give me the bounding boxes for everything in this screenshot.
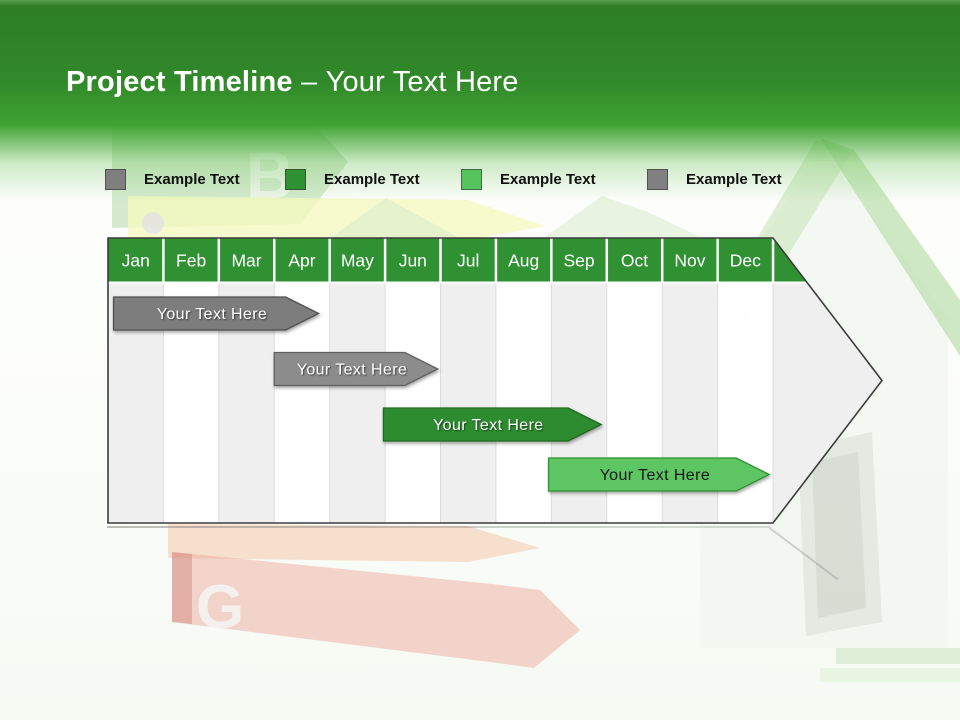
month-label-aug: Aug: [508, 251, 539, 271]
month-separator: [660, 238, 664, 282]
gantt-bar-1-label: Your Text Here: [157, 306, 268, 323]
legend-label: Example Text: [324, 171, 420, 188]
column-divider: [772, 283, 774, 523]
energy-bar-g-face: [172, 552, 192, 624]
page-title: Project Timeline – Your Text Here: [66, 60, 519, 104]
column-stripe: [329, 283, 386, 523]
month-separator: [273, 238, 276, 282]
gantt-bar-4: [547, 457, 771, 492]
header-bottom-gap: [108, 281, 882, 284]
title-separator: –: [300, 66, 318, 98]
month-separator: [771, 238, 775, 282]
column-divider: [384, 283, 386, 523]
gantt-bar-1: [112, 296, 321, 331]
month-separator: [716, 238, 719, 282]
house-step: [836, 648, 960, 664]
month-label-may: May: [341, 251, 374, 271]
month-separator: [162, 238, 165, 282]
table-reflection: [107, 526, 770, 528]
month-label-oct: Oct: [621, 251, 648, 271]
month-label-jan: Jan: [122, 251, 150, 271]
gantt-bar-2: [273, 351, 440, 387]
title-bold: Project Timeline: [66, 66, 293, 98]
legend-swatch: [647, 169, 668, 190]
legend-swatch: [461, 169, 482, 190]
month-label-apr: Apr: [288, 251, 315, 271]
arrowhead-stripe: [773, 283, 882, 523]
house-step: [820, 668, 960, 682]
column-divider: [218, 283, 220, 523]
month-label-sep: Sep: [563, 251, 594, 271]
gantt-bar-2-label: Your Text Here: [297, 362, 408, 379]
legend-swatch: [285, 169, 306, 190]
legend-swatch: [105, 169, 126, 190]
column-divider: [606, 283, 608, 523]
energy-bar-f: [168, 524, 540, 562]
month-separator: [328, 238, 331, 282]
legend-item-1: Example Text: [105, 169, 240, 190]
month-label-dec: Dec: [730, 251, 761, 271]
legend-label: Example Text: [500, 171, 596, 188]
month-separator: [383, 238, 387, 282]
column-divider: [329, 283, 331, 523]
column-divider: [495, 283, 497, 523]
timeline-outline: [107, 237, 884, 524]
legend: Example Text Example Text Example Text Exam…: [0, 169, 960, 193]
gantt-bar-3: [382, 407, 603, 442]
timeline-chart: Jan Feb Mar Apr May Jun Jul Aug Sep Oct Nov Dec You…: [107, 237, 884, 524]
house-door-inner: [812, 452, 866, 618]
month-separator: [550, 238, 553, 282]
title-regular: Your Text Here: [325, 66, 519, 98]
energy-bar-dot: [142, 212, 164, 234]
month-separator: [605, 238, 609, 282]
month-label-jun: Jun: [399, 251, 427, 271]
column-divider: [717, 283, 719, 523]
legend-label: Example Text: [144, 171, 240, 188]
energy-bar-g: [172, 552, 580, 668]
month-label-mar: Mar: [231, 251, 261, 271]
column-divider: [162, 283, 164, 523]
roof-reflection: [332, 198, 458, 237]
column-divider: [440, 283, 442, 523]
legend-label: Example Text: [686, 171, 782, 188]
legend-item-4: Example Text: [647, 169, 782, 190]
month-label-nov: Nov: [674, 251, 705, 271]
gantt-bar-3-label: Your Text Here: [433, 417, 544, 434]
legend-item-2: Example Text: [285, 169, 420, 190]
month-separator: [439, 238, 442, 282]
month-separator: [217, 238, 221, 282]
column-stripe: [440, 283, 496, 523]
gantt-bar-4-label: Your Text Here: [600, 467, 711, 484]
column-divider: [273, 283, 275, 523]
column-divider: [661, 283, 663, 523]
month-label-feb: Feb: [176, 251, 206, 271]
energy-letter-g: G: [196, 573, 244, 642]
roof-reflection: [545, 196, 700, 237]
legend-item-3: Example Text: [461, 169, 596, 190]
timeline-grid: Jan Feb Mar Apr May Jun Jul Aug Sep Oct Nov Dec: [108, 238, 882, 523]
month-separator: [494, 238, 498, 282]
column-divider: [550, 283, 552, 523]
month-label-jul: Jul: [457, 251, 479, 271]
